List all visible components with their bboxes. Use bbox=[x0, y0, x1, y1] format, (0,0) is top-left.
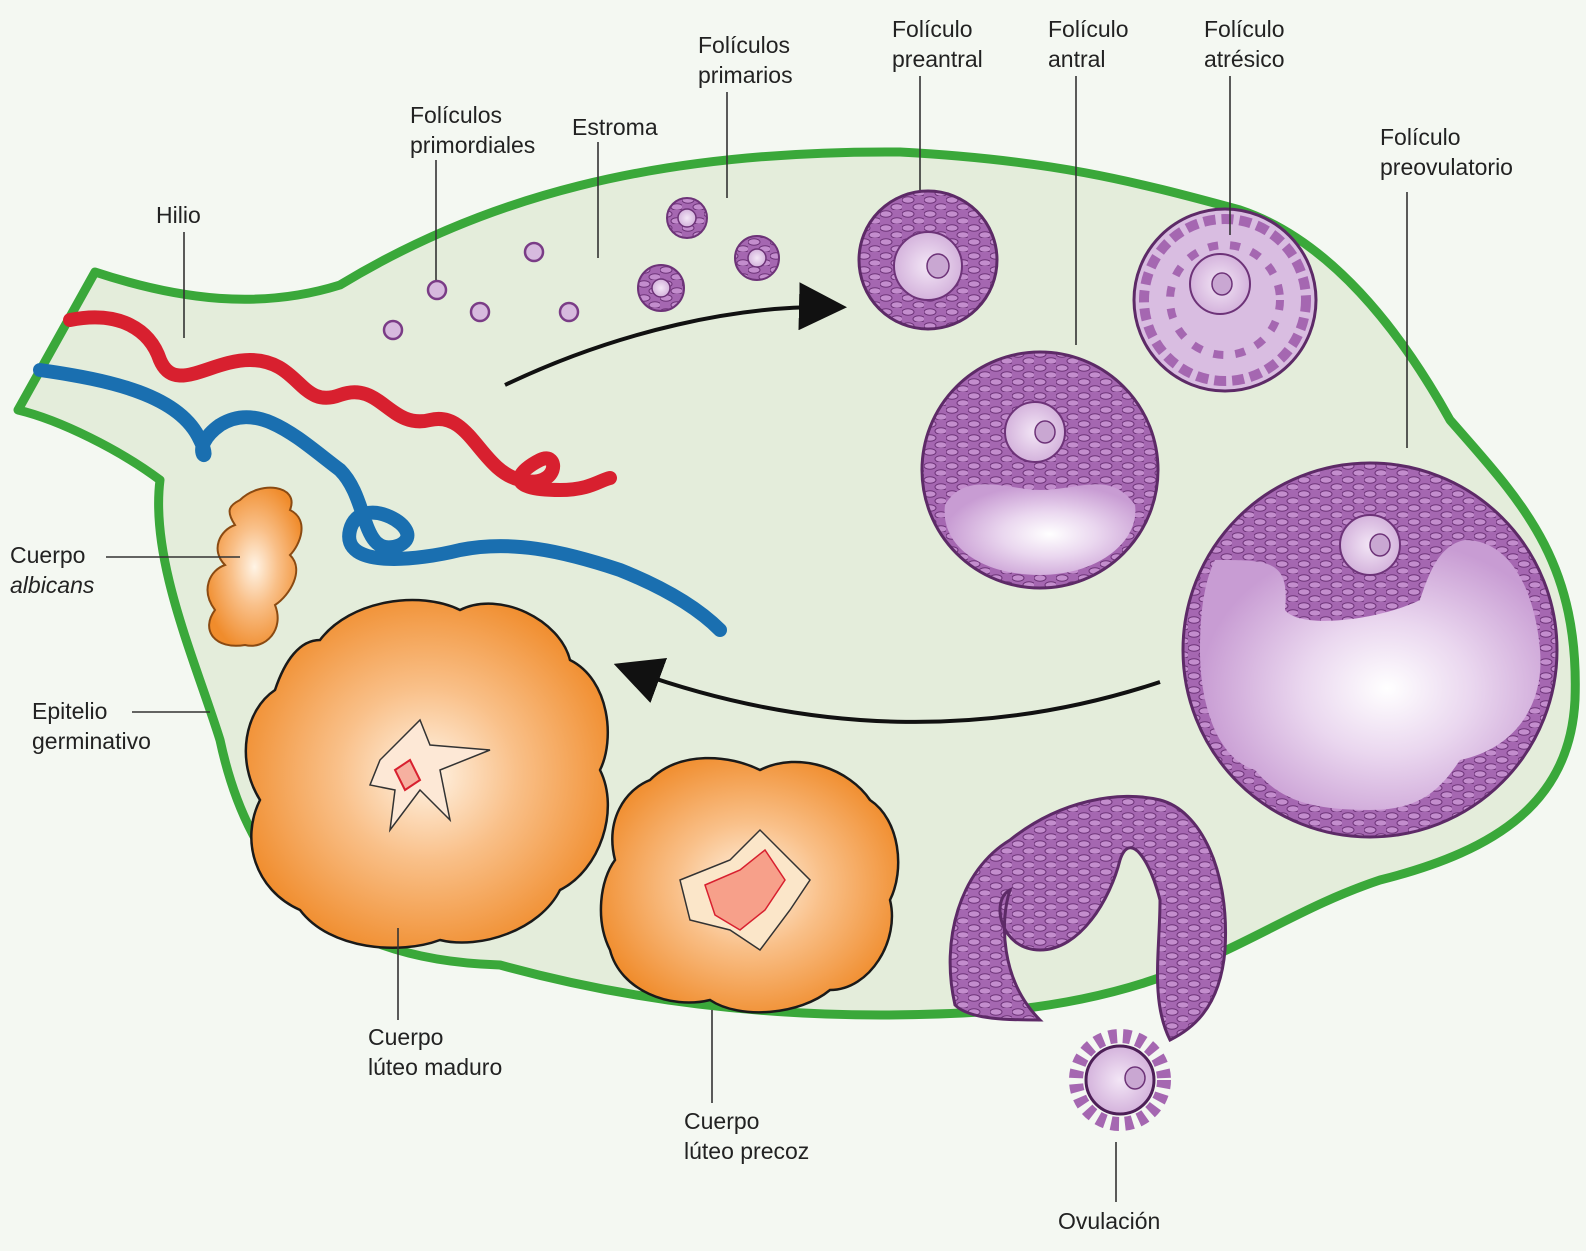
label-folículo-atresico: Folículo atrésico bbox=[1204, 14, 1285, 74]
label-folículo-antral: Folículo antral bbox=[1048, 14, 1129, 74]
primordial-follicle bbox=[384, 321, 402, 339]
mature-corpus-luteum bbox=[246, 600, 608, 948]
preantral-follicle bbox=[859, 191, 997, 329]
primordial-follicle bbox=[428, 281, 446, 299]
label-folículo-preovulatorio: Folículo preovulatorio bbox=[1380, 122, 1513, 182]
label-cuerpo-luteo-maduro: Cuerpo lúteo maduro bbox=[368, 1022, 502, 1082]
preovulatory-follicle bbox=[1183, 463, 1557, 837]
label-epitelio-germinativo: Epitelio germinativo bbox=[32, 696, 151, 756]
label-cuerpo-luteo-precoz: Cuerpo lúteo precoz bbox=[684, 1106, 809, 1166]
label-hilio: Hilio bbox=[156, 200, 201, 230]
primordial-follicle bbox=[560, 303, 578, 321]
label-folículo-preantral: Folículo preantral bbox=[892, 14, 983, 74]
antral-follicle bbox=[922, 352, 1158, 588]
label-estroma: Estroma bbox=[572, 112, 658, 142]
ovulated-oocyte bbox=[1076, 1036, 1164, 1124]
primordial-follicle bbox=[471, 303, 489, 321]
label-cuerpo-albicans: Cuerpo albicans bbox=[10, 540, 94, 600]
atretic-follicle bbox=[1134, 209, 1316, 391]
early-corpus-luteum bbox=[601, 758, 898, 1012]
primordial-follicle bbox=[525, 243, 543, 261]
label-folículos-primordiales: Folículos primordiales bbox=[410, 100, 535, 160]
label-ovulacion: Ovulación bbox=[1058, 1206, 1160, 1236]
label-folículos-primarios: Folículos primarios bbox=[698, 30, 793, 90]
